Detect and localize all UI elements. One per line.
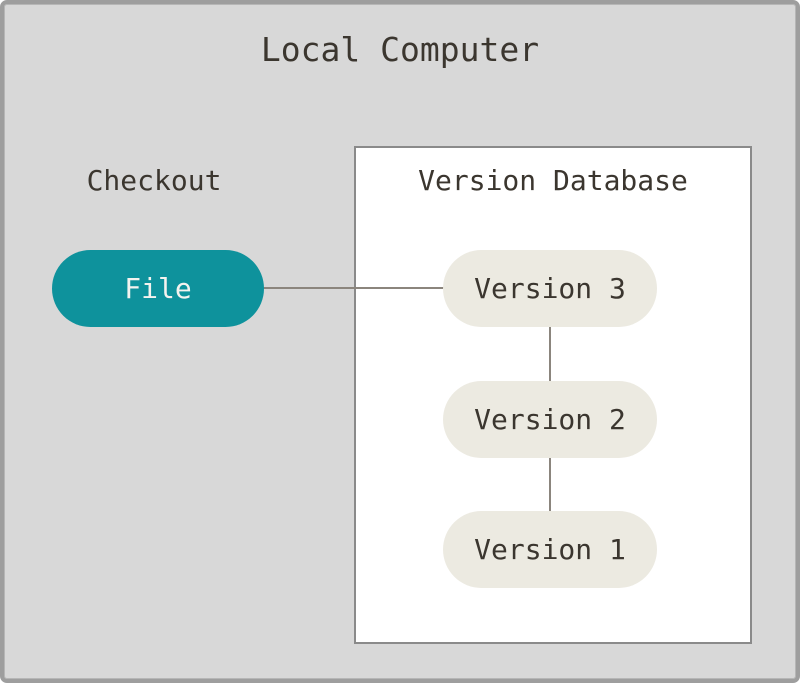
- file-node-label: File: [124, 272, 192, 305]
- version2-to-version1-connector: [549, 455, 551, 515]
- version-3-node: Version 3: [443, 250, 657, 327]
- version3-to-version2-connector: [549, 324, 551, 384]
- version-2-label: Version 2: [474, 403, 626, 436]
- version-database-title: Version Database: [418, 164, 688, 197]
- version-2-node: Version 2: [443, 381, 657, 458]
- version-3-label: Version 3: [474, 272, 626, 305]
- file-node: File: [52, 250, 264, 327]
- checkout-label: Checkout: [86, 164, 222, 197]
- diagram-title: Local Computer: [260, 30, 540, 69]
- version-1-node: Version 1: [443, 511, 657, 588]
- version-1-label: Version 1: [474, 533, 626, 566]
- file-to-version3-connector: [260, 287, 446, 289]
